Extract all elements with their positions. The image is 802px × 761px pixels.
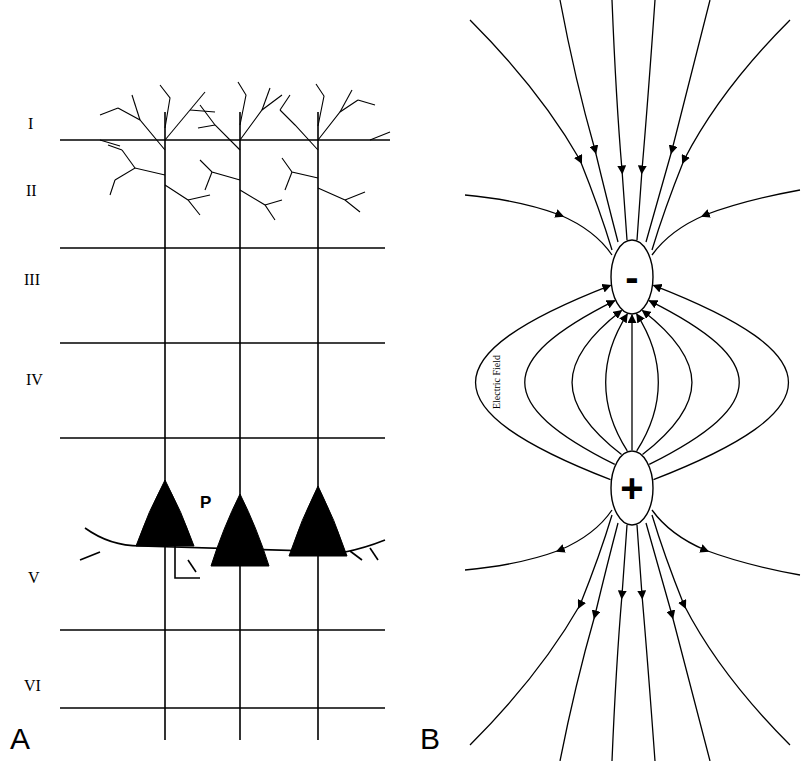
field-line bbox=[476, 285, 611, 479]
field-line bbox=[653, 285, 788, 479]
axis-caption: Electric Field bbox=[491, 353, 503, 411]
cell-label: P bbox=[200, 494, 211, 511]
layer-lines bbox=[60, 140, 390, 708]
charge-sign: - bbox=[625, 257, 638, 297]
layer-numeral: V bbox=[28, 570, 40, 586]
layer-numeral: IV bbox=[26, 372, 43, 388]
field-line bbox=[642, 310, 692, 454]
charge-ellipse: - bbox=[610, 239, 654, 315]
field-line bbox=[631, 315, 632, 450]
panel-letter: A bbox=[10, 724, 30, 754]
panel-letter: B bbox=[420, 724, 440, 754]
field-line bbox=[572, 310, 622, 454]
layer-numeral: I bbox=[28, 116, 33, 132]
layer-numeral: VI bbox=[24, 678, 41, 694]
field-line bbox=[637, 314, 659, 451]
field-line bbox=[649, 301, 739, 465]
field-line bbox=[606, 314, 628, 451]
dendritic-tufts bbox=[100, 82, 390, 220]
layer-numeral: II bbox=[26, 183, 37, 199]
neuron-processes bbox=[80, 112, 385, 740]
charge-ellipse: + bbox=[610, 450, 654, 526]
field-lines bbox=[465, 0, 800, 761]
field-line bbox=[525, 301, 615, 465]
charge-sign: + bbox=[620, 468, 643, 508]
layer-numeral: III bbox=[24, 272, 40, 288]
pyramidal-somas bbox=[136, 480, 347, 566]
